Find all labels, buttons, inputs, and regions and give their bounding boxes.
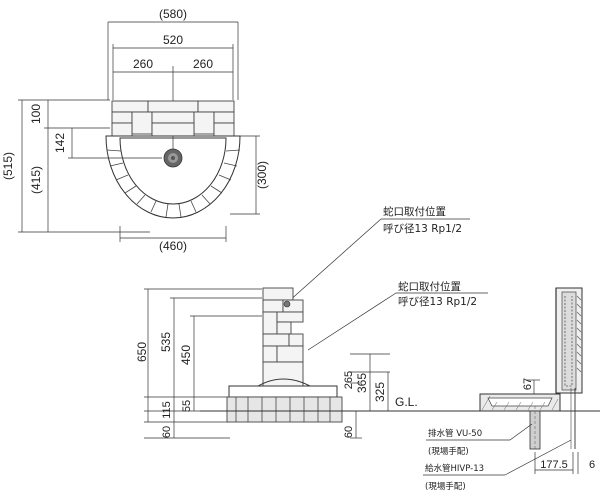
supply-pipe-label: 給水管HIVP-13 bbox=[425, 463, 484, 474]
dim-elev-60-right: 60 bbox=[343, 426, 355, 438]
dim-elev-60-left: 60 bbox=[161, 426, 173, 438]
dim-plan-height-total: (515) bbox=[1, 152, 15, 180]
dim-plan-half-right: 260 bbox=[193, 57, 213, 71]
section-view: 67 177.5 6 排水管 VU-50 (現場手配) 給水管HIVP-13 (… bbox=[423, 287, 595, 492]
dim-plan-half-left: 260 bbox=[133, 57, 153, 71]
faucet-note-2: 蛇口取付位置 呼び径13 Rp1/2 bbox=[307, 280, 488, 351]
faucet-note-1-title: 蛇口取付位置 bbox=[383, 205, 446, 218]
dim-sect-6: 6 bbox=[589, 459, 595, 471]
dim-plan-height-top: 100 bbox=[29, 104, 43, 124]
faucet-hole-icon bbox=[283, 300, 291, 308]
dim-elev-535: 535 bbox=[159, 332, 173, 352]
plan-view: (580) 520 260 260 (515) 100 (415) 142 (3… bbox=[1, 7, 269, 253]
faucet-note-1: 蛇口取付位置 呼び径13 Rp1/2 bbox=[287, 205, 470, 303]
dim-sect-1775: 177.5 bbox=[540, 459, 568, 471]
dim-elev-450: 450 bbox=[179, 345, 193, 365]
faucet-note-2-spec: 呼び径13 Rp1/2 bbox=[398, 295, 477, 308]
dim-plan-height-mid: (415) bbox=[29, 166, 43, 194]
front-elevation: 650 535 450 115 55 60 bbox=[135, 287, 600, 439]
dim-plan-faucet-offset: 142 bbox=[53, 133, 67, 153]
faucet-note-2-title: 蛇口取付位置 bbox=[398, 280, 461, 293]
drain-pipe-label: 排水管 VU-50 bbox=[428, 428, 482, 439]
dim-elev-55: 55 bbox=[181, 400, 193, 412]
dim-plan-width-total: (580) bbox=[159, 7, 187, 21]
dim-elev-265: 265 bbox=[343, 371, 355, 389]
faucet-note-1-spec: 呼び径13 Rp1/2 bbox=[383, 222, 462, 235]
drain-pipe-note: (現場手配) bbox=[428, 446, 469, 457]
dim-elev-325: 325 bbox=[373, 382, 387, 402]
dim-plan-width-inner: 520 bbox=[163, 33, 183, 47]
dim-plan-basin-width: (460) bbox=[159, 239, 187, 253]
dim-sect-67: 67 bbox=[522, 378, 534, 390]
supply-pipe-note: (現場手配) bbox=[425, 481, 466, 492]
dim-elev-115: 115 bbox=[161, 401, 173, 419]
dim-elev-650: 650 bbox=[135, 342, 149, 362]
dim-elev-365: 365 bbox=[355, 373, 369, 393]
dim-plan-basin-depth: (300) bbox=[255, 161, 269, 189]
gl-label: G.L. bbox=[395, 395, 418, 409]
